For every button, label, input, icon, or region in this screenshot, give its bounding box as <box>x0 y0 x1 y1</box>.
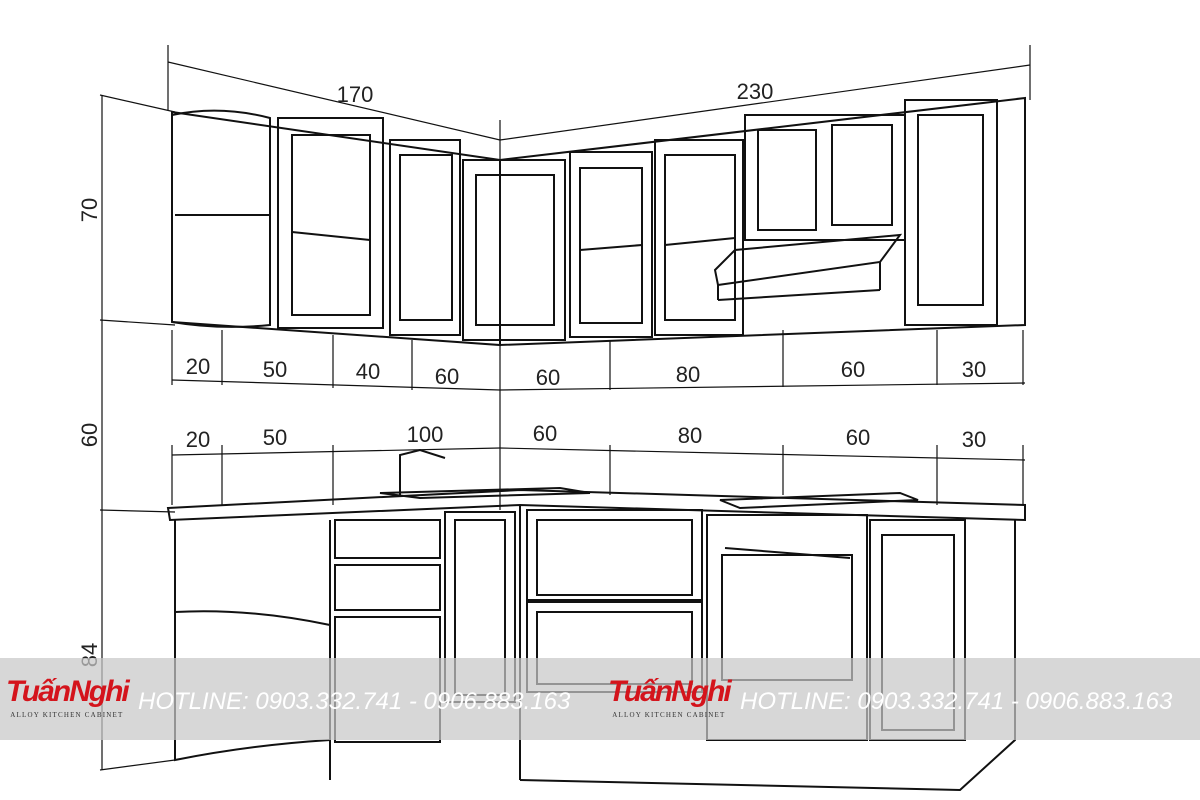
dim-lower-seg: 60 <box>532 421 558 446</box>
watermark-banner: TuấnNghi ALLOY KITCHEN CABINET HOTLINE: … <box>0 658 1200 740</box>
dim-gap-height: 60 <box>77 422 102 448</box>
upper-left-run <box>171 110 501 347</box>
dim-lower-seg: 60 <box>845 425 871 450</box>
brand-tagline: ALLOY KITCHEN CABINET <box>10 711 124 719</box>
dim-lower-seg: 80 <box>677 423 703 448</box>
dim-upper-height: 70 <box>77 197 102 223</box>
dim-lower-seg: 100 <box>406 422 444 447</box>
countertop <box>166 488 1026 522</box>
dim-lower-seg: 30 <box>961 427 987 452</box>
dim-upper-right-width: 230 <box>736 79 774 104</box>
dim-upper-left-width: 170 <box>336 82 374 107</box>
brand-name: TuấnNghi <box>608 675 732 708</box>
hotline-text: HOTLINE: 0903.332.741 - 0906.883.163 <box>740 688 1173 715</box>
dim-upper-seg: 30 <box>961 357 987 382</box>
hotline-text: HOTLINE: 0903.332.741 - 0906.883.163 <box>138 688 571 715</box>
faucet <box>399 448 446 495</box>
dim-lower-seg: 20 <box>185 427 211 452</box>
brand-logo: TuấnNghi ALLOY KITCHEN CABINET <box>608 675 732 720</box>
dim-upper-seg: 60 <box>535 365 561 390</box>
dim-upper-seg: 20 <box>185 354 211 379</box>
dim-lower-seg: 50 <box>262 425 288 450</box>
upper-right-run <box>499 96 1026 347</box>
sink <box>379 486 591 500</box>
upper-cabinets <box>171 96 1026 347</box>
brand-logo: TuấnNghi ALLOY KITCHEN CABINET <box>6 675 130 720</box>
dim-upper-seg: 40 <box>355 359 381 384</box>
brand-tagline: ALLOY KITCHEN CABINET <box>612 711 726 719</box>
brand-name: TuấnNghi <box>6 675 130 708</box>
cooktop <box>719 491 919 510</box>
dim-upper-seg: 60 <box>434 364 460 389</box>
dim-upper-seg: 60 <box>840 357 866 382</box>
range-hood <box>713 233 903 287</box>
dim-upper-seg: 50 <box>262 357 288 382</box>
oven <box>706 514 868 741</box>
dim-upper-seg: 80 <box>675 362 701 387</box>
dimension-lines <box>99 45 1031 771</box>
